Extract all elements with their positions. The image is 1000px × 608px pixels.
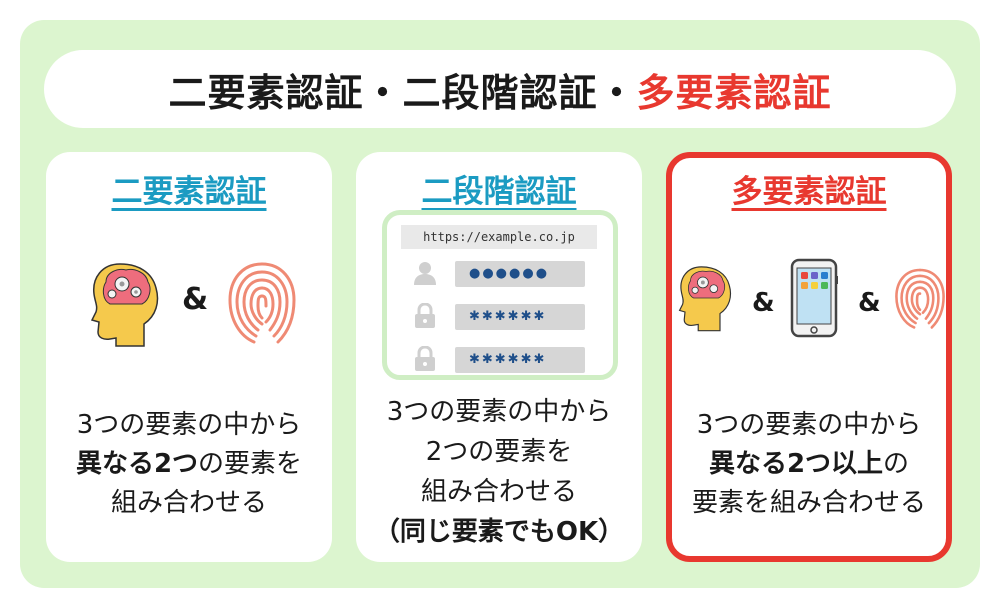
- url-bar: https://example.co.jp: [401, 225, 597, 249]
- lock-icon: [415, 346, 435, 371]
- card-description: 3つの要素の中から 2つの要素を 組み合わせる （同じ要素でもOK）: [356, 392, 642, 552]
- username-field: ●●●●●●: [455, 261, 585, 287]
- desc-bold: 異なる2つ: [75, 449, 199, 479]
- ampersand: &: [182, 282, 209, 317]
- brain-gear-icon: [678, 266, 732, 332]
- desc-rest: の要素を: [198, 449, 303, 479]
- desc-line-1: 3つの要素の中から: [696, 410, 922, 440]
- card-two-factor: 二要素認証 & 3つの要素の中から 異なる2つの要素を 組み合わせる: [46, 152, 332, 562]
- desc-line-1: 3つの要素の中から: [76, 410, 302, 440]
- card-title: 多要素認証: [731, 174, 887, 210]
- password-field: ✱✱✱✱✱✱: [455, 304, 585, 330]
- page-title: 二要素認証・二段階認証・多要素認証: [44, 50, 956, 128]
- smartphone-icon: [790, 258, 838, 338]
- card-title: 二要素認証: [111, 174, 267, 210]
- ampersand: &: [752, 288, 775, 318]
- desc-rest: の: [883, 449, 910, 479]
- card-title: 二段階認証: [421, 174, 577, 210]
- fingerprint-icon: [895, 268, 945, 329]
- desc-line-3: 組み合わせる: [110, 488, 267, 518]
- code-field: ✱✱✱✱✱✱: [455, 347, 585, 373]
- login-mockup: https://example.co.jp ●●●●●● ✱✱✱✱✱✱ ✱✱✱✱…: [382, 210, 618, 380]
- desc-bold: 異なる2つ以上: [708, 449, 884, 479]
- card-description: 3つの要素の中から 異なる2つ以上の 要素を組み合わせる: [672, 406, 946, 523]
- user-icon: [414, 262, 436, 285]
- fingerprint-icon: [228, 262, 296, 344]
- title-part2-highlight: 多要素認証: [636, 70, 832, 115]
- lock-icon: [415, 303, 435, 328]
- title-part1: 二要素認証・二段階認証・: [168, 70, 637, 115]
- desc-line-1: 3つの要素の中から: [386, 397, 612, 427]
- desc-line-2: 2つの要素を: [425, 437, 573, 467]
- card-description: 3つの要素の中から 異なる2つの要素を 組み合わせる: [46, 406, 332, 523]
- desc-line-2: 異なる2つ以上の: [672, 445, 946, 484]
- desc-line-3: 要素を組み合わせる: [691, 488, 926, 518]
- brain-gear-icon: [90, 263, 159, 347]
- ampersand: &: [858, 288, 881, 318]
- desc-line-4: （同じ要素でもOK）: [373, 517, 625, 547]
- desc-line-3: 組み合わせる: [420, 477, 577, 507]
- desc-line-2: 異なる2つの要素を: [46, 445, 332, 484]
- card-multi-factor: 多要素認証 & & 3つ: [666, 152, 952, 562]
